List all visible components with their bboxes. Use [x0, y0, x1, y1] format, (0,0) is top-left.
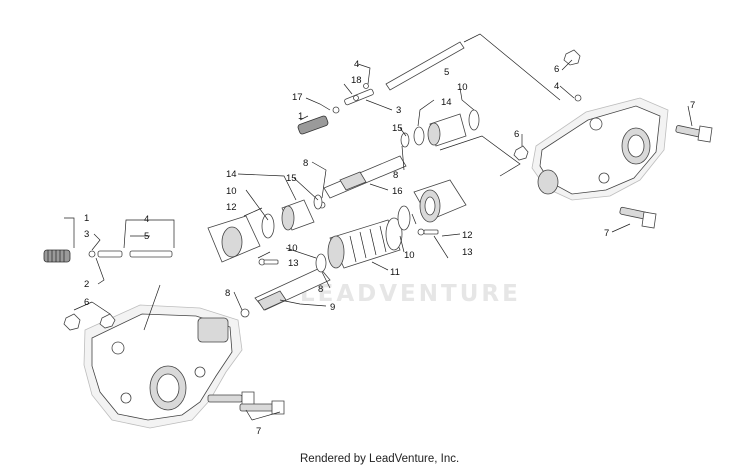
leader-lines-upper	[439, 33, 561, 177]
callout-8-lower: 8	[318, 284, 323, 295]
callout-4-right: 4	[554, 81, 559, 92]
callout-11: 11	[390, 267, 400, 278]
callout-7-bottom-left: 7	[256, 426, 261, 437]
callout-10-top: 10	[457, 82, 468, 93]
bolt-7-lower-left	[207, 391, 285, 415]
callout-6-right: 6	[514, 129, 519, 140]
callout-12-right: 12	[462, 230, 473, 241]
callout-8-shaft-right: 8	[393, 170, 398, 181]
callout-12-left: 12	[226, 202, 237, 213]
callout-3-top: 3	[396, 105, 401, 116]
nut-6-left	[63, 313, 116, 331]
callout-3-left: 3	[84, 229, 89, 240]
callout-17: 17	[292, 92, 303, 103]
callout-7-right-top: 7	[690, 100, 695, 111]
top-linkage-parts	[297, 83, 374, 135]
callout-8-shaft: 8	[225, 288, 230, 299]
callout-15-left: 15	[286, 173, 297, 184]
callout-10-left: 10	[226, 186, 237, 197]
callout-6-left: 6	[84, 297, 89, 308]
seal-ring-10-14-left	[261, 199, 315, 239]
callout-13-left: 13	[288, 258, 299, 269]
watermark-text: LEADVENTURE	[300, 281, 521, 307]
coupler-11	[327, 217, 403, 269]
bearing-flange-12-left	[207, 215, 279, 266]
callout-4-left: 4	[144, 214, 149, 225]
callout-5-top: 5	[444, 67, 449, 78]
credit-text: Rendered by LeadVenture, Inc.	[300, 453, 459, 465]
drive-shaft-9	[240, 267, 331, 318]
callout-10-flange: 10	[404, 250, 415, 261]
bolt-7-right	[619, 125, 713, 229]
long-rod-5	[385, 41, 465, 91]
callout-18: 18	[351, 75, 362, 86]
right-gearcase-housing	[531, 97, 669, 201]
callout-9: 9	[330, 302, 335, 313]
splined-shaft-16	[313, 155, 407, 210]
bearing-flange-12-right	[413, 179, 467, 236]
nut-6-right	[513, 49, 582, 161]
left-gearcase-housing	[83, 284, 243, 429]
callout-5-left: 5	[144, 231, 149, 242]
ring-10-lower	[315, 205, 411, 273]
callout-4-top: 4	[354, 59, 359, 70]
upper-seal-assembly	[400, 109, 480, 148]
callout-leaders	[64, 59, 693, 421]
callout-1-left: 1	[84, 213, 89, 224]
callout-13-right: 13	[462, 247, 473, 258]
callout-2-left: 2	[84, 279, 89, 290]
callout-1-top: 1	[298, 111, 303, 122]
callout-8-mid: 8	[303, 158, 308, 169]
callout-10-lower: 10	[287, 243, 298, 254]
callout-labels: 1 3 2 4 5 6 7 8 9 10 8 11 12 13 10 12 13…	[84, 59, 695, 437]
left-rod-assembly	[88, 250, 173, 258]
callout-15-top: 15	[392, 123, 403, 134]
callout-14-top: 14	[441, 97, 452, 108]
callout-7-right: 7	[604, 228, 609, 239]
callout-14-left: 14	[226, 169, 237, 180]
callout-6-right-top: 6	[554, 64, 559, 75]
callout-16: 16	[392, 186, 403, 197]
left-spring-1	[43, 249, 71, 263]
